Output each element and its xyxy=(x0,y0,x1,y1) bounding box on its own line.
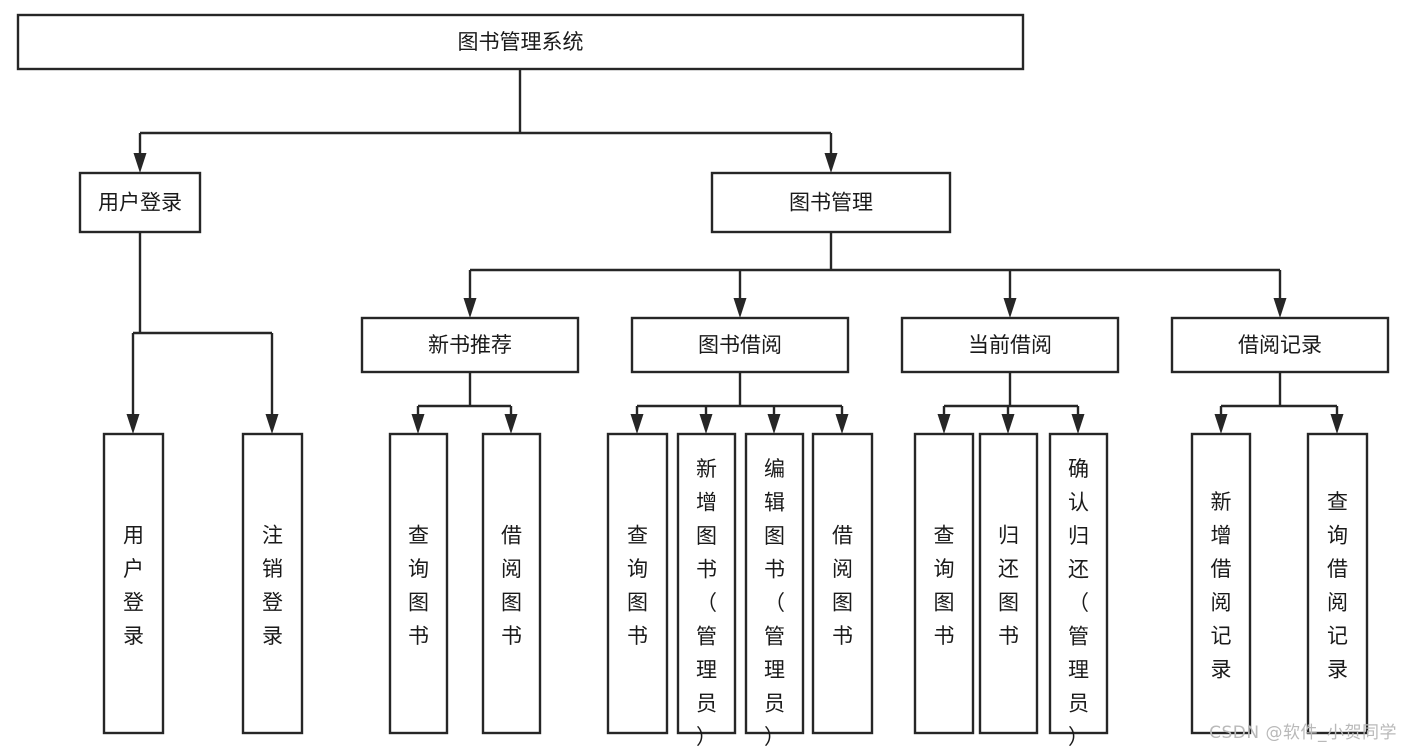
connector-book-borrow-to-leaves xyxy=(630,372,849,434)
node-label: 借阅图书 xyxy=(832,524,853,649)
arrow-head-icon xyxy=(504,414,518,434)
node-box xyxy=(16,13,1025,71)
node-current-borrow[interactable]: 当前借阅 xyxy=(900,316,1120,374)
node-box xyxy=(900,316,1120,374)
node-label: 确认归还（管理员） xyxy=(1068,457,1089,747)
arrow-head-icon xyxy=(1071,414,1085,434)
arrow-head-icon xyxy=(767,414,781,434)
connector-book-manage-to-level3 xyxy=(463,232,1287,318)
node-box xyxy=(78,171,202,234)
connector-new-book-rec-to-leaves xyxy=(411,372,518,434)
node-label: 用户登录 xyxy=(123,524,144,649)
arrow-head-icon xyxy=(937,414,951,434)
watermark-text: CSDN @软件_小贺同学 xyxy=(1209,723,1397,743)
arrow-head-icon xyxy=(265,414,279,434)
node-box xyxy=(676,432,737,735)
node-label: 新增借阅记录 xyxy=(1211,490,1232,682)
node-leaf-logout[interactable]: 注销登录 xyxy=(241,432,304,735)
node-label: 用户登录 xyxy=(98,191,182,215)
node-box xyxy=(1190,432,1252,735)
node-box xyxy=(811,432,874,735)
node-label: 新书推荐 xyxy=(428,333,512,357)
node-book-borrow[interactable]: 图书借阅 xyxy=(630,316,850,374)
arrow-head-icon xyxy=(126,414,140,434)
node-label: 图书借阅 xyxy=(698,333,782,357)
node-box xyxy=(913,432,975,735)
node-leaf-return-book[interactable]: 归还图书 xyxy=(978,432,1039,735)
node-box xyxy=(1306,432,1369,735)
node-box xyxy=(388,432,449,735)
arrow-head-icon xyxy=(133,153,147,173)
node-box xyxy=(1170,316,1390,374)
arrow-head-icon xyxy=(463,298,477,318)
node-new-book-rec[interactable]: 新书推荐 xyxy=(360,316,580,374)
node-leaf-add-record[interactable]: 新增借阅记录 xyxy=(1190,432,1252,735)
node-label: 查询图书 xyxy=(408,524,429,649)
node-user-login[interactable]: 用户登录 xyxy=(78,171,202,234)
connectors-layer xyxy=(126,69,1344,434)
node-leaf-query-book-cur[interactable]: 查询图书 xyxy=(913,432,975,735)
node-box xyxy=(606,432,669,735)
node-label: 归还图书 xyxy=(998,524,1019,649)
node-label: 编辑图书（管理员） xyxy=(764,457,785,747)
node-label: 查询借阅记录 xyxy=(1327,490,1348,682)
node-book-manage[interactable]: 图书管理 xyxy=(710,171,952,234)
node-box xyxy=(978,432,1039,735)
arrow-head-icon xyxy=(1001,414,1015,434)
node-leaf-user-login[interactable]: 用户登录 xyxy=(102,432,165,735)
arrow-head-icon xyxy=(733,298,747,318)
node-box xyxy=(481,432,542,735)
node-label: 借阅记录 xyxy=(1238,333,1322,357)
connector-current-borrow-to-leaves xyxy=(937,372,1085,434)
arrow-head-icon xyxy=(1003,298,1017,318)
node-label: 新增图书（管理员） xyxy=(696,457,717,747)
arrow-head-icon xyxy=(630,414,644,434)
node-borrow-record[interactable]: 借阅记录 xyxy=(1170,316,1390,374)
connector-user-login-to-leaves xyxy=(126,232,279,434)
node-label: 查询图书 xyxy=(934,524,955,649)
node-label: 图书管理 xyxy=(789,191,873,215)
arrow-head-icon xyxy=(699,414,713,434)
connector-root-to-level2 xyxy=(133,69,838,173)
node-leaf-edit-book[interactable]: 编辑图书（管理员） xyxy=(744,432,805,747)
arrow-head-icon xyxy=(411,414,425,434)
node-leaf-borrow-book-rec[interactable]: 借阅图书 xyxy=(481,432,542,735)
node-leaf-borrow-book[interactable]: 借阅图书 xyxy=(811,432,874,735)
arrow-head-icon xyxy=(1330,414,1344,434)
node-leaf-query-book[interactable]: 查询图书 xyxy=(606,432,669,735)
node-label: 借阅图书 xyxy=(501,524,522,649)
node-leaf-query-book-rec[interactable]: 查询图书 xyxy=(388,432,449,735)
arrow-head-icon xyxy=(835,414,849,434)
node-box xyxy=(102,432,165,735)
node-box xyxy=(1048,432,1109,735)
node-box xyxy=(710,171,952,234)
node-root-system[interactable]: 图书管理系统 xyxy=(16,13,1025,71)
arrow-head-icon xyxy=(1214,414,1228,434)
node-box xyxy=(630,316,850,374)
node-label: 查询图书 xyxy=(627,524,648,649)
node-label: 图书管理系统 xyxy=(458,30,584,54)
node-leaf-confirm-return[interactable]: 确认归还（管理员） xyxy=(1048,432,1109,747)
arrow-head-icon xyxy=(824,153,838,173)
node-leaf-query-record[interactable]: 查询借阅记录 xyxy=(1306,432,1369,735)
node-box xyxy=(360,316,580,374)
node-label: 注销登录 xyxy=(262,524,283,649)
node-box xyxy=(744,432,805,735)
node-label: 当前借阅 xyxy=(968,333,1052,357)
connector-borrow-record-to-leaves xyxy=(1214,372,1344,434)
node-box xyxy=(241,432,304,735)
node-leaf-add-book[interactable]: 新增图书（管理员） xyxy=(676,432,737,747)
arrow-head-icon xyxy=(1273,298,1287,318)
nodes-layer: 图书管理系统用户登录图书管理新书推荐图书借阅当前借阅借阅记录用户登录注销登录查询… xyxy=(16,13,1390,747)
